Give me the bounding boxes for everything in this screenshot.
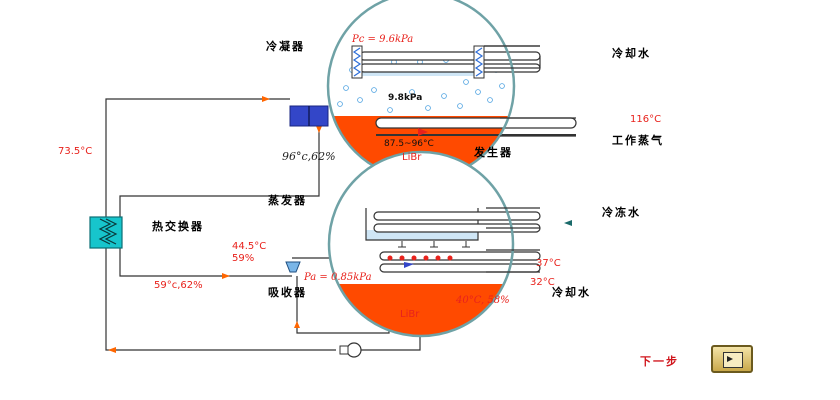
next-step-link[interactable]: 下一步 bbox=[640, 355, 679, 368]
label-libr-bottom: LiBr bbox=[400, 309, 420, 320]
flow-arrows bbox=[108, 96, 572, 353]
value-abs-out: 40°C, 58% bbox=[455, 295, 510, 306]
nozzle-icon bbox=[285, 261, 301, 273]
value-t-73: 73.5°C bbox=[58, 146, 92, 157]
pipe-hx-to-absorber bbox=[119, 248, 292, 277]
value-t-32: 32°C bbox=[530, 277, 555, 288]
arrow-up-icon bbox=[294, 321, 300, 328]
value-pct-59: 59% bbox=[232, 253, 254, 264]
absorber-tube-lower bbox=[379, 263, 541, 273]
value-gen-out: 96°c,62% bbox=[282, 150, 336, 163]
arrow-right-icon bbox=[262, 96, 270, 102]
absorber-arrow-icon bbox=[404, 262, 414, 268]
arrow-down-icon bbox=[316, 126, 322, 133]
spray-nozzles bbox=[398, 241, 470, 248]
absorbent-droplets bbox=[387, 255, 453, 261]
generator-tube-return bbox=[376, 134, 576, 136]
value-gen-temp: 87.5~96°C bbox=[384, 139, 434, 149]
absorber-tube-upper bbox=[379, 251, 541, 261]
heat-exchanger bbox=[89, 216, 123, 249]
next-icon-frame bbox=[723, 352, 743, 368]
value-steam-temp: 116°C bbox=[630, 114, 661, 125]
arrow-left-icon bbox=[108, 347, 116, 353]
label-cooling-water-top: 冷却水 bbox=[612, 46, 651, 60]
evaporator-tray bbox=[366, 230, 478, 240]
label-chilled-water: 冷冻水 bbox=[602, 205, 641, 219]
label-evaporator: 蒸发器 bbox=[268, 193, 307, 207]
bottom-vessel bbox=[327, 150, 541, 338]
label-generator: 发生器 bbox=[473, 145, 513, 159]
generator-arrow-icon bbox=[418, 128, 428, 136]
label-working-steam: 工作蒸气 bbox=[612, 133, 664, 147]
external-stubs bbox=[484, 45, 576, 273]
label-libr-top: LiBr bbox=[402, 152, 422, 163]
value-p-top: 9.8kPa bbox=[388, 93, 422, 103]
label-heat-exchanger: 热交换器 bbox=[152, 219, 204, 233]
label-cooling-water-bottom: 冷却水 bbox=[552, 285, 591, 299]
throttle-valve bbox=[289, 105, 329, 127]
evaporator-tube-upper bbox=[373, 211, 541, 221]
arrow-left-icon bbox=[564, 220, 572, 226]
pump-icon bbox=[346, 342, 362, 358]
value-t-37: 37°C bbox=[536, 258, 561, 269]
label-absorber: 吸收器 bbox=[268, 285, 307, 299]
next-step-button[interactable] bbox=[711, 345, 753, 373]
arrow-right-icon bbox=[222, 273, 230, 279]
value-mix-out: 59°c,62% bbox=[154, 280, 203, 291]
play-icon bbox=[727, 356, 733, 362]
absorber-nozzle bbox=[285, 261, 301, 273]
value-pa: Pa = 0.85kPa bbox=[303, 272, 372, 283]
solution-pump bbox=[339, 342, 362, 358]
generator-tube bbox=[375, 117, 577, 129]
label-condenser: 冷凝器 bbox=[266, 39, 305, 53]
pipe-left-outer bbox=[105, 98, 336, 351]
bottom-vessel-border bbox=[327, 150, 515, 338]
pipe-hx-to-generator bbox=[119, 126, 320, 220]
value-t-445: 44.5°C bbox=[232, 241, 266, 252]
value-pc: Pc = 9.6kPa bbox=[351, 34, 413, 45]
condenser-tube-upper bbox=[359, 51, 541, 61]
